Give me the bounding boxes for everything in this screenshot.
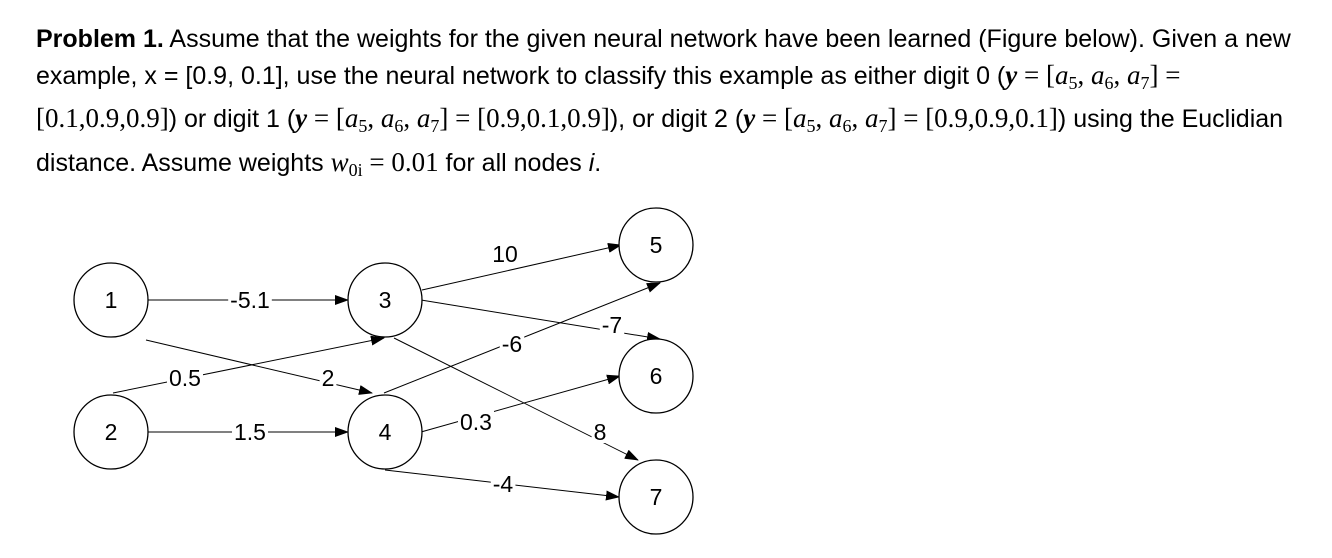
a-symbol: a	[1054, 59, 1069, 90]
edge-weight-bg	[232, 421, 268, 443]
i-symbol: i	[588, 148, 595, 177]
w-subscript: 0i	[348, 159, 363, 180]
edge-weight-n3-n7: 8	[594, 419, 607, 445]
problem-text-3: ), or digit 2 (	[609, 105, 744, 133]
node-7	[618, 459, 694, 535]
problem-text-2: ) or digit 1 (	[168, 105, 296, 133]
node-4	[347, 394, 423, 470]
node-label-3: 3	[379, 287, 392, 313]
problem-heading: Problem 1.	[36, 25, 164, 53]
edge-weight-n4-n5: -6	[502, 331, 522, 357]
edge-weight-n2-n3: 0.5	[169, 365, 201, 391]
edge-weight-n4-n6: 0.3	[460, 409, 492, 435]
edge-weight-n3-n5: 10	[492, 241, 518, 267]
edge-weight-bg	[490, 243, 520, 265]
edge-weight-n1-n4: 2	[322, 365, 335, 391]
problem-statement: Problem 1. Assume that the weights for t…	[36, 25, 1291, 180]
edge-weight-n4-n7: -4	[493, 471, 514, 497]
edge-n3-n5	[421, 242, 622, 291]
node-label-6: 6	[650, 363, 663, 389]
y-symbol: y	[1005, 59, 1018, 90]
edge-weight-bg	[599, 314, 625, 336]
edge-weight-n1-n3: -5.1	[230, 287, 270, 313]
edge-weight-bg	[319, 367, 337, 389]
edge-weight-bg	[228, 289, 272, 311]
edge-weight-n2-n4: 1.5	[234, 419, 266, 445]
node-label-2: 2	[105, 419, 118, 445]
node-label-1: 1	[105, 287, 118, 313]
edge-weight-bg	[167, 367, 203, 389]
edge-weight-n3-n6: -7	[602, 312, 622, 338]
node-2	[73, 394, 149, 470]
w-symbol: w	[330, 146, 349, 177]
node-6	[618, 338, 694, 414]
node-5	[618, 207, 694, 283]
edge-weight-bg	[458, 411, 494, 433]
edge-weight-bg	[591, 421, 609, 443]
edge-weight-bg	[490, 473, 516, 495]
problem-text-5: for all nodes	[438, 148, 589, 177]
digit0-vector: [0.1,0.9,0.9]	[36, 103, 169, 133]
digit2-vector: [0.9,0.9,0.1]	[925, 103, 1058, 133]
equals-sign: =	[1017, 59, 1046, 90]
node-1	[73, 262, 149, 338]
digit1-vector: [0.9,0.1,0.9]	[477, 103, 610, 133]
node-3	[347, 262, 423, 338]
edge-weight-bg	[499, 333, 525, 355]
node-label-5: 5	[650, 232, 663, 258]
node-label-7: 7	[650, 484, 663, 510]
w0i-value: 0.01	[391, 146, 439, 177]
edge-n4-n6	[420, 374, 621, 433]
edge-n2-n3	[112, 335, 385, 394]
node-label-4: 4	[379, 419, 392, 445]
problem-text-1: Assume that the weights for the given ne…	[36, 25, 1291, 90]
problem-text-6: .	[594, 148, 602, 177]
problem-text-4: ) using the Euclidian distance. Assume w…	[36, 105, 1284, 177]
